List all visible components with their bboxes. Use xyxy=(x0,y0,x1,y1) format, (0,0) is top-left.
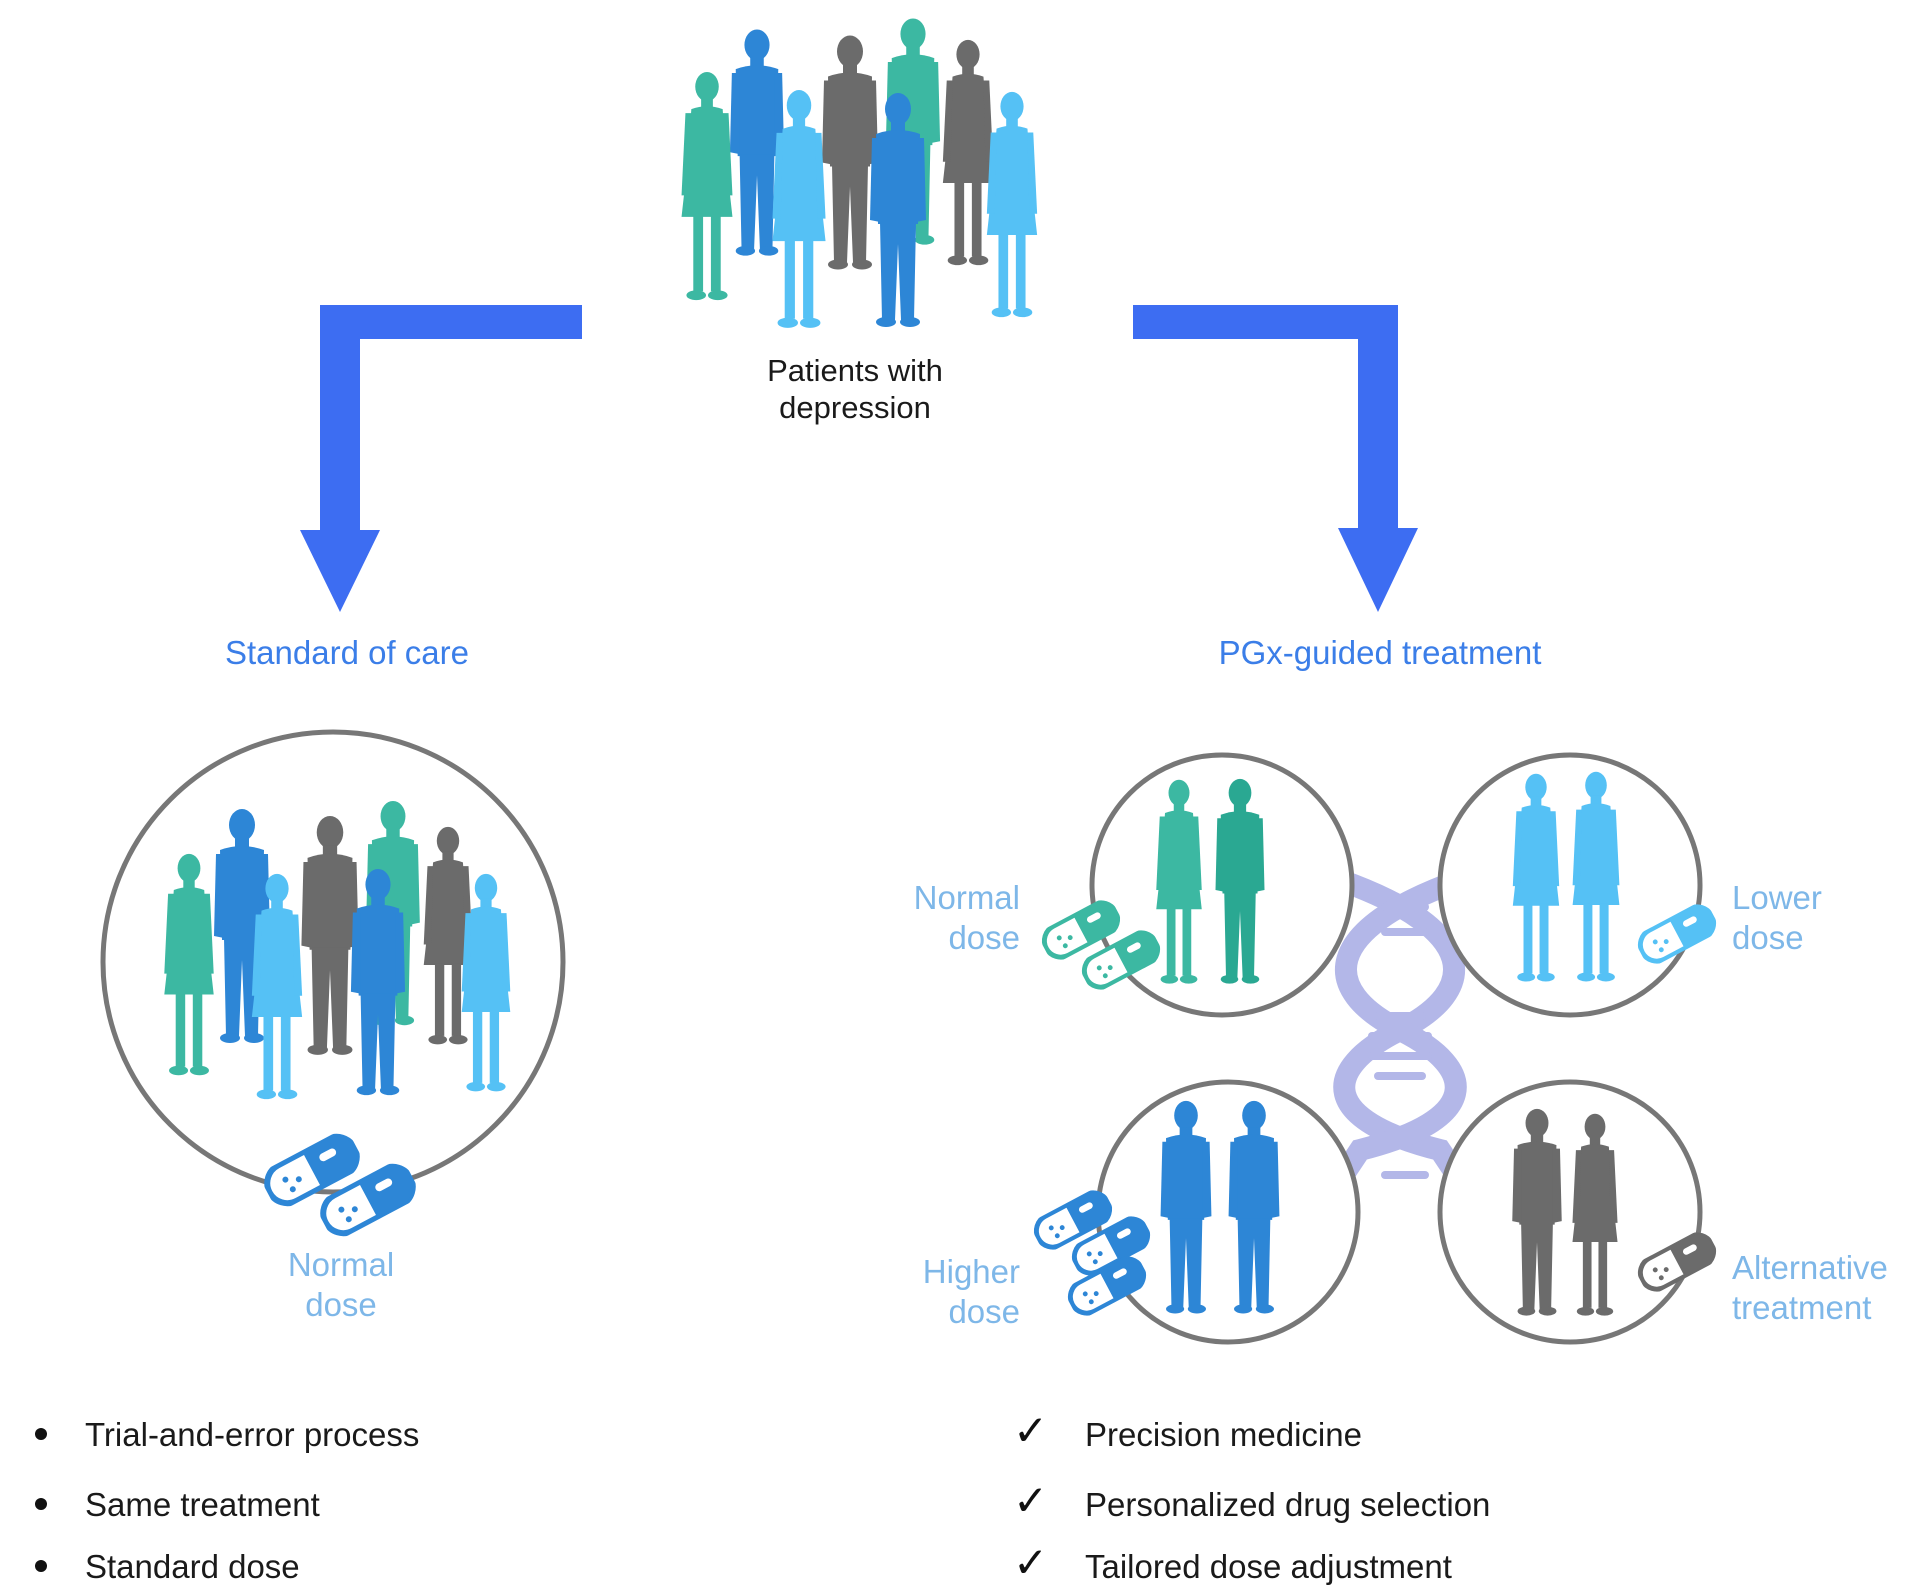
lower-dose-label: Lower dose xyxy=(1732,878,1882,957)
left-down-arrow-icon xyxy=(300,305,582,612)
bullet-icon xyxy=(35,1498,47,1510)
lower-dose-line1: Lower xyxy=(1732,879,1822,916)
alternative-group xyxy=(1437,1079,1719,1345)
lower-dose-line2: dose xyxy=(1732,918,1804,956)
alternative-line1: Alternative xyxy=(1732,1249,1888,1286)
list-item: ✓ Precision medicine xyxy=(1013,1406,1362,1455)
normal-dose-line2: dose xyxy=(948,918,1020,956)
list-item-text: Tailored dose adjustment xyxy=(1085,1548,1452,1585)
list-item: Same treatment xyxy=(35,1486,320,1524)
alternative-circle xyxy=(1437,1079,1703,1345)
list-item: ✓ Tailored dose adjustment xyxy=(1013,1538,1452,1587)
list-item-text: Standard dose xyxy=(85,1548,300,1585)
list-item-text: Personalized drug selection xyxy=(1085,1486,1491,1523)
bullet-icon xyxy=(35,1560,47,1572)
top-label: Patients with depression xyxy=(705,352,1005,426)
higher-dose-label: Higher dose xyxy=(880,1252,1020,1331)
left-normal-dose-line1: Normal xyxy=(287,1246,395,1283)
normal-dose-label: Normal dose xyxy=(880,878,1020,957)
alternative-line2: treatment xyxy=(1732,1288,1872,1326)
dna-helix-icon xyxy=(1329,869,1471,1191)
higher-dose-line1: Higher xyxy=(922,1253,1020,1290)
higher-dose-group xyxy=(1031,1079,1361,1345)
standard-care-group xyxy=(100,729,566,1195)
right-down-arrow-icon xyxy=(1133,305,1418,612)
left-normal-dose-line2: dose xyxy=(305,1285,377,1323)
lower-dose-group xyxy=(1437,752,1719,1018)
top-label-line1: Patients with xyxy=(767,353,943,388)
pgx-guided-title: PGx-guided treatment xyxy=(1218,634,1542,671)
list-item: Trial-and-error process xyxy=(35,1416,420,1454)
higher-dose-circle xyxy=(1095,1079,1361,1345)
check-icon: ✓ xyxy=(1013,1476,1049,1525)
top-label-line2: depression xyxy=(779,390,931,426)
list-item-text: Same treatment xyxy=(85,1486,320,1523)
normal-dose-line1: Normal xyxy=(913,879,1020,916)
higher-dose-line2: dose xyxy=(948,1292,1020,1330)
check-icon: ✓ xyxy=(1013,1538,1049,1587)
normal-dose-group xyxy=(1039,752,1355,1018)
list-item: Standard dose xyxy=(35,1548,300,1586)
bullet-icon xyxy=(35,1428,47,1440)
left-normal-dose-label: Normal dose xyxy=(286,1245,396,1324)
list-item-text: Precision medicine xyxy=(1085,1416,1362,1453)
lower-dose-circle xyxy=(1437,752,1703,1018)
alternative-treatment-label: Alternative treatment xyxy=(1732,1248,1907,1327)
check-icon: ✓ xyxy=(1013,1406,1049,1455)
list-item: ✓ Personalized drug selection xyxy=(1013,1476,1491,1525)
top-crowd-icon xyxy=(681,18,1038,328)
list-item-text: Trial-and-error process xyxy=(85,1416,420,1453)
standard-of-care-title: Standard of care xyxy=(225,634,469,671)
